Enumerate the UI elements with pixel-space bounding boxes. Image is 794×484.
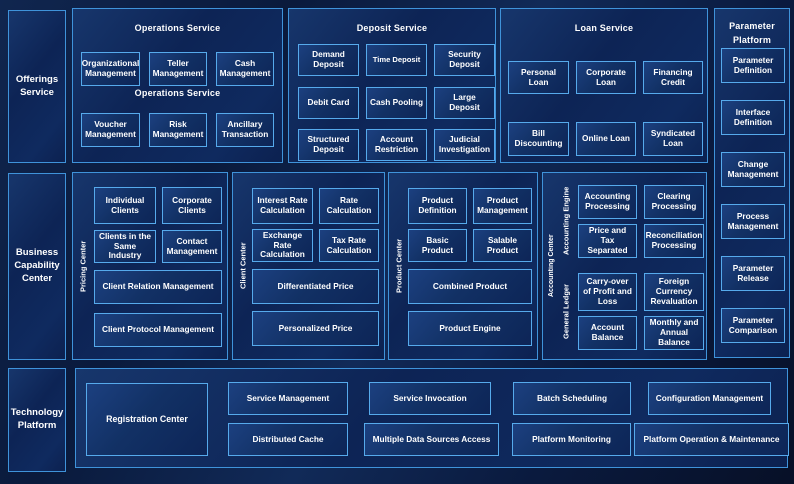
box-parameter-comparison: Parameter Comparison <box>721 308 785 343</box>
box-online-loan: Online Loan <box>576 122 636 156</box>
box-cash-management: Cash Management <box>216 52 274 86</box>
box-personal-loan: Personal Loan <box>508 61 569 94</box>
box-teller-management: Teller Management <box>149 52 207 86</box>
pricing-center-panel: Pricing Center Individual Clients Corpor… <box>72 172 228 360</box>
loan-service-panel: Loan Service Personal Loan Corporate Loa… <box>500 8 708 163</box>
box-carry-over-profit-loss: Carry-over of Profit and Loss <box>578 273 637 311</box>
box-ancillary-transaction: Ancillary Transaction <box>216 113 274 147</box>
box-exchange-rate-calculation: Exchange Rate Calculation <box>252 229 313 262</box>
sidebar-business-capability-center: Business Capability Center <box>8 173 66 360</box>
box-product-management: Product Management <box>473 188 532 224</box>
box-financing-credit: Financing Credit <box>643 61 703 94</box>
accounting-engine-label: Accounting Engine <box>561 186 571 256</box>
box-cash-pooling: Cash Pooling <box>366 87 427 119</box>
box-syndicated-loan: Syndicated Loan <box>643 122 703 156</box>
box-account-balance: Account Balance <box>578 316 637 350</box>
box-salable-product: Salable Product <box>473 229 532 262</box>
box-security-deposit: Security Deposit <box>434 44 495 76</box>
box-product-engine: Product Engine <box>408 311 532 346</box>
sidebar-technology-platform: Technology Platform <box>8 368 66 472</box>
parameter-platform-title: Parameter Platform <box>729 21 775 46</box>
box-product-definition: Product Definition <box>408 188 467 224</box>
box-personalized-price: Personalized Price <box>252 311 379 346</box>
box-batch-scheduling: Batch Scheduling <box>513 382 631 415</box>
box-platform-operation-maintenance: Platform Operation & Maintenance <box>634 423 789 456</box>
box-accounting-processing: Accounting Processing <box>578 185 637 219</box>
box-price-and-tax-separated: Price and Tax Separated <box>578 224 637 258</box>
box-corporate-clients: Corporate Clients <box>162 187 222 224</box>
box-basic-product: Basic Product <box>408 229 467 262</box>
product-center-label: Product Center <box>394 238 404 294</box>
box-foreign-currency-revaluation: Foreign Currency Revaluation <box>644 273 704 311</box>
box-parameter-release: Parameter Release <box>721 256 785 291</box>
pricing-center-label: Pricing Center <box>78 240 88 292</box>
box-monthly-annual-balance: Monthly and Annual Balance <box>644 316 704 350</box>
box-individual-clients: Individual Clients <box>94 187 156 224</box>
box-client-protocol-management: Client Protocol Management <box>94 313 222 347</box>
operations-service-panel: Operations Service Organizational Manage… <box>72 8 283 163</box>
box-corporate-loan: Corporate Loan <box>576 61 636 94</box>
box-tax-rate-calculation: Tax Rate Calculation <box>319 229 379 262</box>
box-distributed-cache: Distributed Cache <box>228 423 348 456</box>
accounting-center-label: Accounting Center <box>548 234 555 298</box>
box-large-deposit: Large Deposit <box>434 87 495 119</box>
box-multiple-data-sources-access: Multiple Data Sources Access <box>364 423 499 456</box>
box-differentiated-price: Differentiated Price <box>252 269 379 304</box>
parameter-platform-panel: Parameter Platform Parameter Definition … <box>714 8 790 358</box>
box-process-management: Process Management <box>721 204 785 239</box>
product-center-panel: Product Center Product Definition Produc… <box>388 172 538 360</box>
box-reconciliation-processing: Reconciliation Processing <box>644 224 704 258</box>
box-structured-deposit: Structured Deposit <box>298 129 359 161</box>
box-voucher-management: Voucher Management <box>81 113 140 147</box>
box-account-restriction: Account Restriction <box>366 129 427 161</box>
box-interest-rate-calculation: Interest Rate Calculation <box>252 188 313 224</box>
technology-platform-panel: Registration Center Service Management S… <box>75 368 789 468</box>
box-debit-card: Debit Card <box>298 87 359 119</box>
operations-service-subtitle: Operations Service <box>134 88 221 98</box>
sidebar-offerings-service: Offerings Service <box>8 10 66 163</box>
loan-service-title: Loan Service <box>574 23 634 33</box>
box-bill-discounting: Bill Discounting <box>508 122 569 156</box>
box-clearing-processing: Clearing Processing <box>644 185 704 219</box>
box-change-management: Change Management <box>721 152 785 187</box>
box-client-relation-management: Client Relation Management <box>94 270 222 304</box>
general-ledger-label: General Ledger <box>561 283 571 339</box>
deposit-service-panel: Deposit Service Demand Deposit Time Depo… <box>288 8 496 163</box>
box-contact-management: Contact Management <box>162 230 222 263</box>
box-organizational-management: Organizational Management <box>81 52 140 86</box>
box-demand-deposit: Demand Deposit <box>298 44 359 76</box>
box-combined-product: Combined Product <box>408 269 532 304</box>
box-configuration-management: Configuration Management <box>648 382 771 415</box>
box-platform-monitoring: Platform Monitoring <box>512 423 631 456</box>
box-interface-definition: Interface Definition <box>721 100 785 135</box>
operations-service-title: Operations Service <box>134 23 221 33</box>
box-rate-calculation: Rate Calculation <box>319 188 379 224</box>
deposit-service-title: Deposit Service <box>356 23 428 33</box>
box-registration-center: Registration Center <box>86 383 208 456</box>
box-clients-same-industry: Clients in the Same Industry <box>94 230 156 263</box>
client-center-label: Client Center <box>238 242 248 290</box>
box-parameter-definition: Parameter Definition <box>721 48 785 83</box>
box-risk-management: Risk Management <box>149 113 207 147</box>
box-service-management: Service Management <box>228 382 348 415</box>
accounting-center-panel: Accounting Center Accounting Engine Gene… <box>542 172 707 360</box>
box-service-invocation: Service Invocation <box>369 382 491 415</box>
box-time-deposit: Time Deposit <box>366 44 427 76</box>
client-center-panel: Client Center Interest Rate Calculation … <box>232 172 385 360</box>
box-judicial-investigation: Judicial Investigation <box>434 129 495 161</box>
